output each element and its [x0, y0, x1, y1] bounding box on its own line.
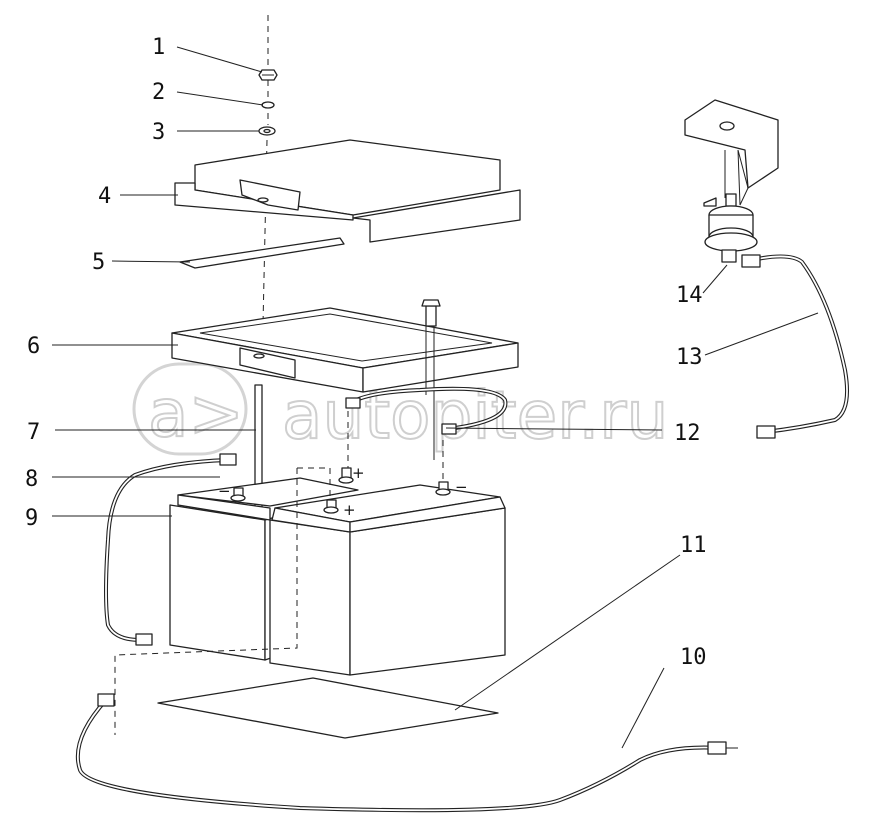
cable-part-8: [104, 453, 237, 646]
callout-6: 6: [27, 334, 40, 359]
callout-4: 4: [98, 184, 111, 209]
leader-lines: [52, 46, 819, 749]
callout-9: 9: [25, 506, 38, 531]
watermark-logo-ring: [132, 362, 248, 456]
callout-5: 5: [92, 250, 105, 275]
terminal-plus-mark: +: [343, 501, 356, 519]
callout-7: 7: [27, 420, 40, 445]
callout-11: 11: [680, 533, 707, 558]
rubber-strip-part-5: [179, 237, 345, 269]
callout-13: 13: [676, 345, 703, 370]
callout-1: 1: [152, 35, 165, 60]
ground-guide-line: [114, 468, 298, 735]
battery-tray-frame-part-6: [171, 299, 519, 460]
ground-cable-part-10: [75, 693, 738, 813]
spring-washer-part-2: [261, 101, 275, 109]
callout-labels: 1 2 3 4 5 6 7 8 9 10 11 12 13 14: [25, 35, 707, 670]
nut-part-1: [258, 69, 278, 81]
callout-8: 8: [25, 467, 38, 492]
terminal-plus-mark: +: [352, 464, 365, 482]
flat-washer-part-3: [258, 126, 276, 136]
watermark-logo: a>: [148, 375, 244, 452]
switch-cable-part-13: [741, 254, 849, 439]
batteries-part-9: [169, 467, 506, 676]
terminal-minus-mark: −: [455, 478, 468, 496]
battery-terminal-posts: [230, 467, 451, 514]
jumper-guide-line: [297, 467, 331, 500]
callout-2: 2: [152, 80, 165, 105]
callout-12: 12: [674, 421, 701, 446]
terminal-minus-mark: −: [218, 482, 231, 500]
callout-14: 14: [676, 283, 703, 308]
battery-clamp-cover-part-4: [174, 139, 521, 243]
battery-switch-part-14: [684, 99, 779, 263]
connector-cable-part-12: [345, 386, 508, 435]
callout-10: 10: [680, 645, 707, 670]
insulating-mat-part-11: [157, 677, 499, 739]
callout-3: 3: [152, 120, 165, 145]
